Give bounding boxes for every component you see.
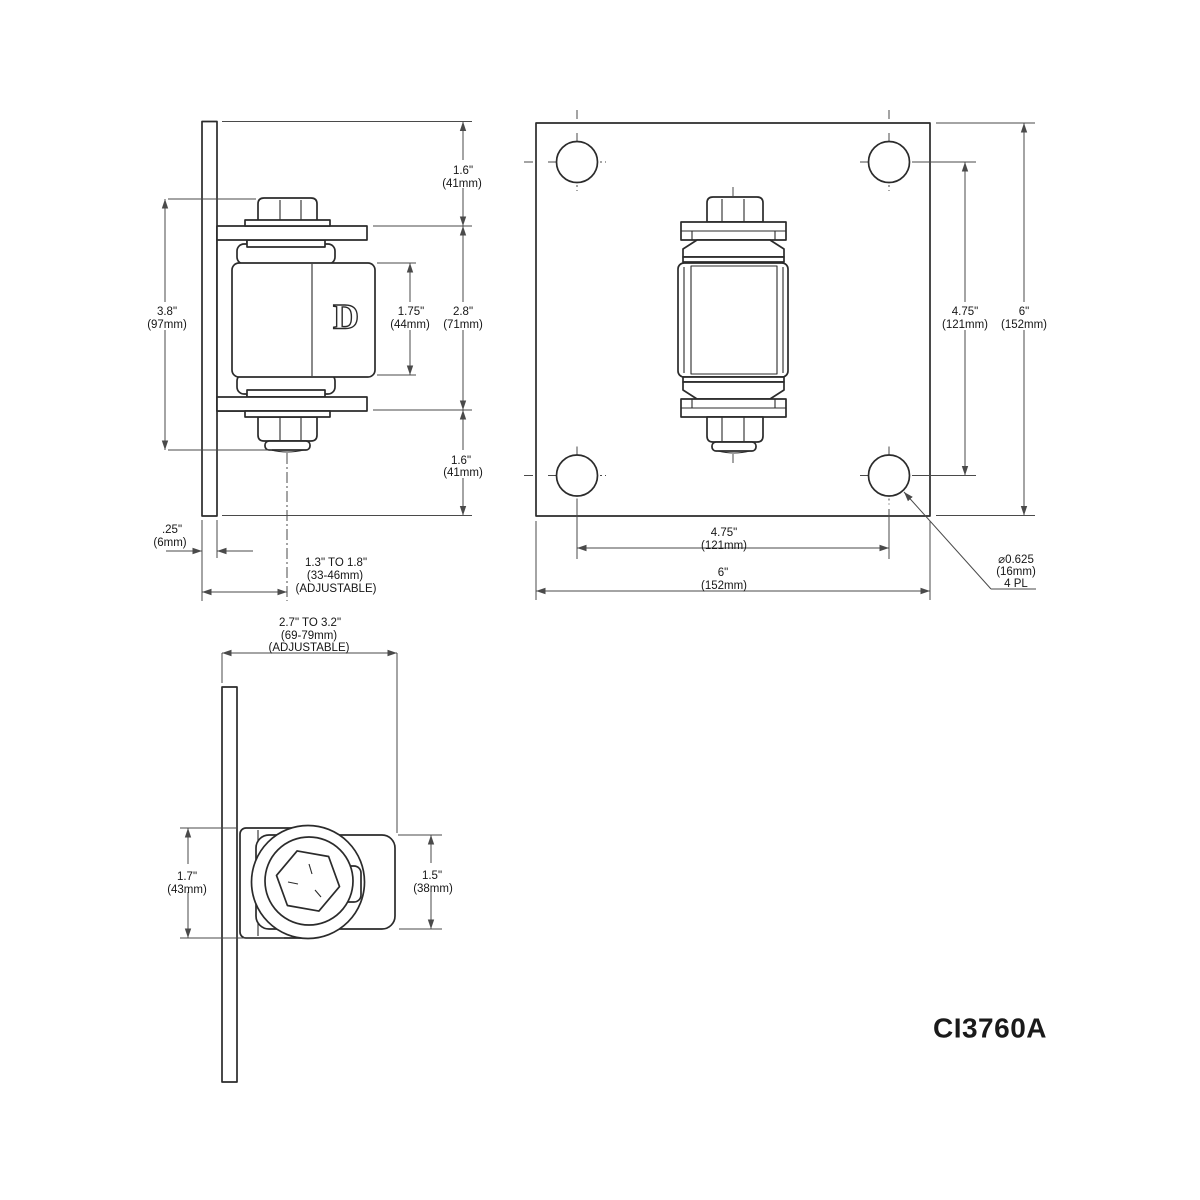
bottom-bushing-front — [682, 381, 785, 400]
dim-hole-spacing-v-in: 4.75" — [952, 306, 978, 318]
top-view-dimensions — [164, 649, 456, 939]
dim-hole-spacing-v-mm: (121mm) — [942, 319, 988, 331]
mounting-hole-bottom-left — [555, 454, 599, 497]
dim-bar-thickness-mm: (6mm) — [153, 537, 186, 549]
hinge-assembly-front — [677, 187, 789, 463]
dim-opening-mm: (44mm) — [390, 319, 430, 331]
bottom-washer — [244, 410, 331, 418]
mounting-hole-top-right — [867, 140, 911, 184]
dim-body-height-in: 2.8" — [453, 306, 473, 318]
hole-callout-mm: (16mm) — [996, 566, 1036, 578]
plate-view: 4.75" (121mm) 6" (152mm) 4.75" (121mm) 6… — [524, 110, 1047, 600]
hex-bolt-head — [257, 197, 318, 223]
mounting-hole-bottom-right — [867, 454, 911, 497]
plate-labels: 4.75" (121mm) 6" (152mm) 4.75" (121mm) 6… — [701, 306, 1047, 592]
dim-setback-in: 1.3" TO 1.8" — [305, 557, 367, 569]
dim-plate-width-in: 6" — [718, 567, 728, 579]
bolt-end-cap-curve — [270, 449, 305, 453]
dim-bracket-depth-mm: (43mm) — [167, 884, 207, 896]
plate-part — [524, 110, 931, 517]
bolt-grade-mark — [287, 881, 299, 885]
dim-overall-height-in: 3.8" — [157, 306, 177, 318]
top-washer-front — [682, 256, 785, 263]
hole-callout-leader — [903, 491, 992, 590]
dim-reach-note: (ADJUSTABLE) — [269, 642, 350, 654]
side-view-part: D — [201, 120, 376, 517]
dim-body-height-mm: (71mm) — [443, 319, 483, 331]
hex-bolt-head-top — [275, 850, 341, 912]
top-arm — [216, 225, 368, 241]
dim-hole-spacing-h-mm: (121mm) — [701, 540, 747, 552]
flat-bar-side — [201, 120, 218, 517]
dim-plate-width-mm: (152mm) — [701, 580, 747, 592]
top-bushing-front — [682, 239, 785, 258]
top-view-part — [221, 686, 396, 1083]
dim-bottom-offset-in: 1.6" — [451, 455, 471, 467]
hole-callout-places: 4 PL — [1004, 578, 1028, 590]
dim-overall-height-mm: (97mm) — [147, 319, 187, 331]
dim-bracket-width-in: 1.5" — [422, 870, 442, 882]
dim-reach-in: 2.7" TO 3.2" — [279, 617, 341, 629]
hex-nut-front — [706, 416, 764, 443]
bottom-clamp-plate — [246, 389, 326, 398]
side-view: D — [145, 120, 486, 601]
dim-bottom-offset-mm: (41mm) — [443, 467, 483, 479]
flat-bar-top — [221, 686, 238, 1083]
dim-opening-in: 1.75" — [398, 306, 424, 318]
plate-dimensions — [535, 122, 1047, 600]
top-view: 2.7" TO 3.2" (69-79mm) (ADJUSTABLE) 1.7"… — [164, 617, 456, 1083]
mounting-hole-top-left — [555, 140, 599, 184]
dim-plate-height-in: 6" — [1019, 306, 1029, 318]
hinge-body-side — [231, 262, 376, 378]
dim-top-offset-in: 1.6" — [453, 165, 473, 177]
bolt-grade-mark — [308, 863, 313, 875]
dim-setback-mm: (33-46mm) — [307, 570, 363, 582]
top-clamp-plate — [246, 239, 326, 248]
dim-bracket-depth-in: 1.7" — [177, 871, 197, 883]
top-view-labels: 2.7" TO 3.2" (69-79mm) (ADJUSTABLE) 1.7"… — [167, 617, 453, 896]
hinge-body-front — [677, 262, 789, 378]
dim-plate-height-mm: (152mm) — [1001, 319, 1047, 331]
dim-top-offset-mm: (41mm) — [442, 178, 482, 190]
bolt-end-cap — [264, 440, 311, 451]
bottom-arm — [216, 396, 368, 412]
top-washer — [244, 219, 331, 227]
dim-bracket-width-mm: (38mm) — [413, 883, 453, 895]
hex-nut — [257, 416, 318, 442]
dim-reach-mm: (69-79mm) — [281, 630, 337, 642]
dim-bar-thickness-in: .25" — [162, 524, 182, 536]
dim-hole-spacing-h-in: 4.75" — [711, 527, 737, 539]
dim-setback-note: (ADJUSTABLE) — [296, 583, 377, 595]
bolt-grade-mark — [314, 889, 322, 898]
part-number: CI3760A — [933, 1012, 1047, 1043]
side-view-dimensions — [145, 121, 486, 601]
side-view-labels: 1.6" (41mm) 3.8" (97mm) 1.75" (44mm) 2.8… — [147, 165, 483, 595]
bolt-end-cap-front — [711, 441, 757, 452]
hex-bolt-head-front — [706, 196, 764, 223]
hole-callout-diameter: ⌀0.625 — [998, 554, 1034, 566]
brand-d-logo: D — [333, 296, 359, 336]
body-inner-face — [690, 265, 778, 375]
